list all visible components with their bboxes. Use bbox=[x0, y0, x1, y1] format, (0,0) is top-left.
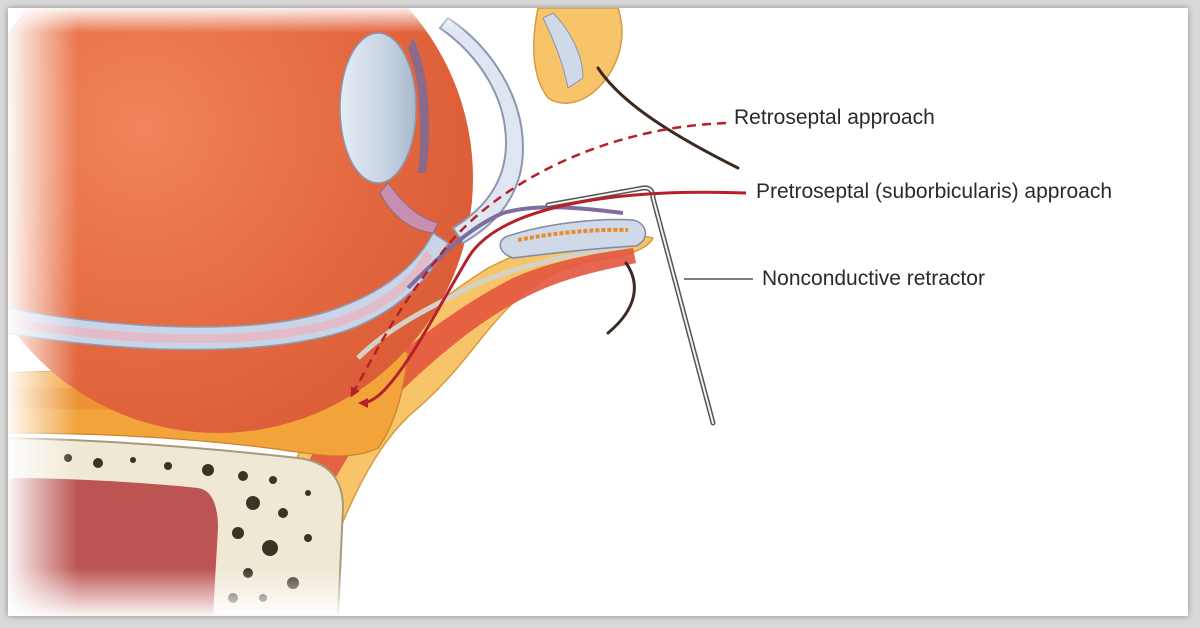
fade-left bbox=[8, 8, 78, 616]
fade-bottom bbox=[8, 568, 508, 616]
lens bbox=[340, 33, 416, 183]
retractor-label: Nonconductive retractor bbox=[762, 267, 985, 291]
retroseptal-label: Retroseptal approach bbox=[734, 106, 935, 130]
fade-top bbox=[8, 8, 528, 33]
lower-lashes bbox=[608, 263, 634, 333]
diagram-frame: Retroseptal approach Pretroseptal (subor… bbox=[8, 8, 1188, 616]
upper-lashes bbox=[598, 68, 738, 168]
eyelid-cross-section bbox=[8, 8, 1188, 616]
pretroseptal-label: Pretroseptal (suborbicularis) approach bbox=[756, 180, 1112, 204]
